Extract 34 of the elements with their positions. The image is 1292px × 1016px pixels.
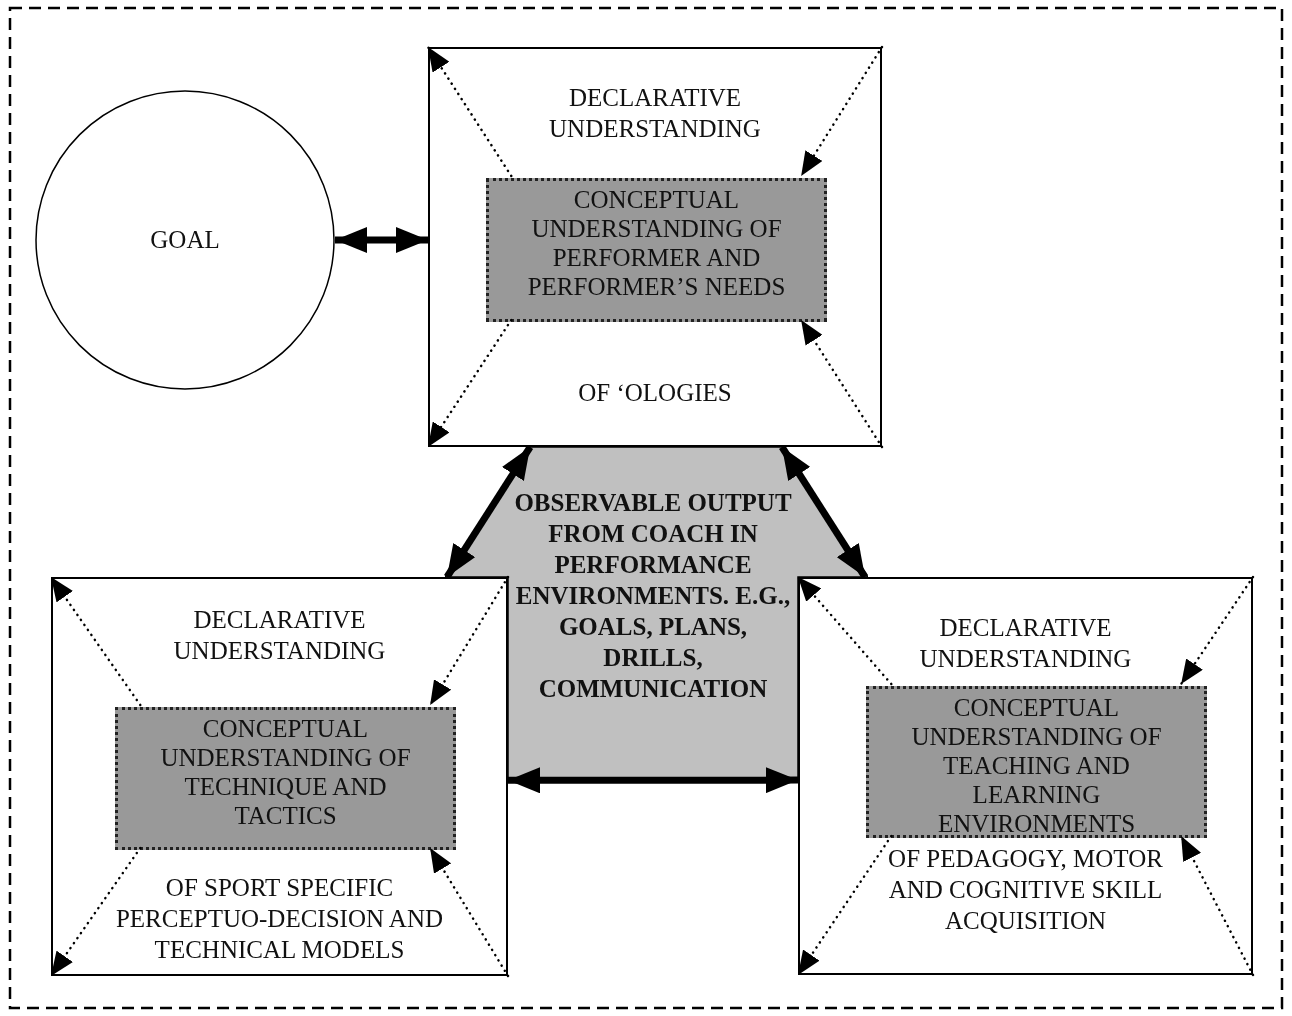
- concept-box: [486, 178, 827, 322]
- body-text: OF PEDAGOGY, MOTOR AND COGNITIVE SKILL ACQUISITION: [887, 844, 1164, 936]
- dotted-arrow: [796, 575, 893, 686]
- goal-label: GOAL: [149, 225, 221, 255]
- double-arrow: [508, 767, 798, 794]
- heading-text: DECLARATIVE UNDERSTANDING: [918, 613, 1133, 674]
- dotted-arrow: [426, 45, 513, 178]
- goal-circle: [35, 90, 335, 390]
- dotted-arrow: [799, 318, 884, 449]
- concept-text: CONCEPTUAL UNDERSTANDING OF TECHNIQUE AND TACTICS: [159, 714, 412, 830]
- dotted-arrow: [796, 834, 893, 977]
- concept-text: CONCEPTUAL UNDERSTANDING OF PERFORMER AND PERFORMER’S NEEDS: [526, 185, 787, 301]
- dotted-arrow: [799, 45, 884, 178]
- dotted-arrow: [49, 846, 142, 978]
- dotted-arrow: [49, 575, 142, 707]
- body-text: OF ‘OLOGIES: [577, 378, 733, 408]
- dotted-arrow: [1179, 575, 1255, 686]
- dotted-arrow: [428, 575, 510, 707]
- understanding-box: [428, 47, 882, 447]
- double-arrow: [779, 445, 868, 579]
- heading-text: DECLARATIVE UNDERSTANDING: [548, 83, 762, 144]
- concept-text: CONCEPTUAL UNDERSTANDING OF TEACHING AND LEARNING ENVIRONMENTS: [910, 693, 1163, 838]
- understanding-box: [51, 577, 508, 976]
- body-text: OF SPORT SPECIFIC PERCEPTUO-DECISION AND TECHNICAL MODELS: [114, 873, 445, 965]
- output-text: OBSERVABLE OUTPUT FROM COACH IN PERFORMANCE ENVIRONMENTS. E.G., GOALS, PLANS, DRILLS, COMMUNICATION: [514, 488, 792, 704]
- double-arrow: [335, 227, 428, 253]
- dotted-arrow: [426, 318, 513, 449]
- understanding-box: [798, 577, 1253, 975]
- heading-text: DECLARATIVE UNDERSTANDING: [172, 605, 387, 666]
- concept-box: [866, 686, 1207, 838]
- double-arrow: [444, 445, 534, 579]
- dotted-arrow: [1179, 834, 1255, 977]
- concept-box: [115, 707, 456, 850]
- dotted-arrow: [428, 846, 510, 978]
